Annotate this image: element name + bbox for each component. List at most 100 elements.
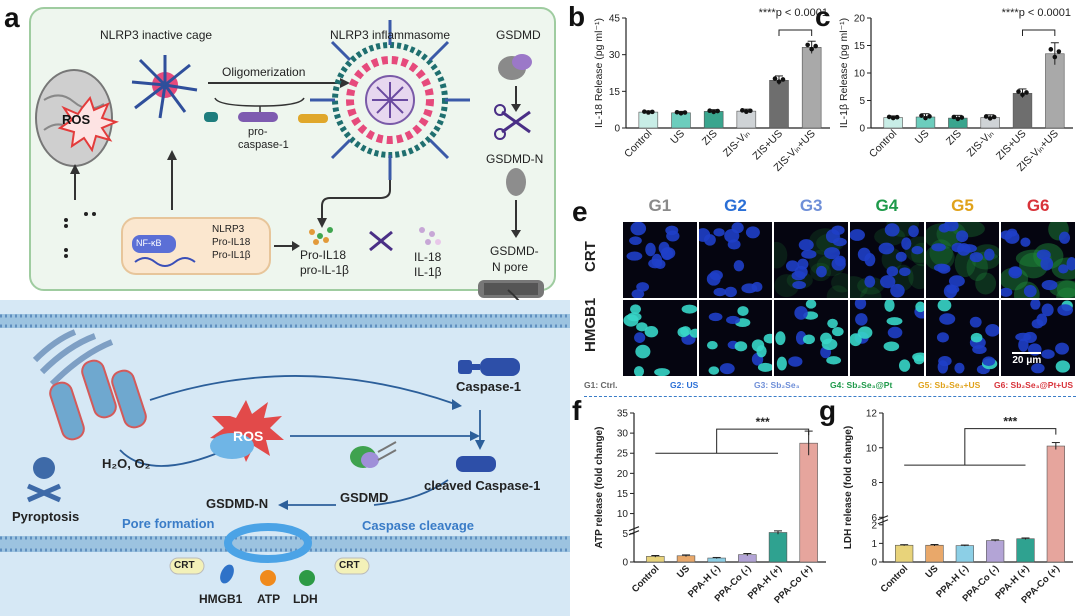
significance-bracket <box>778 29 813 36</box>
micrograph-crt-g3 <box>774 222 848 298</box>
label-il1b: IL-1β <box>414 265 442 279</box>
data-point <box>682 110 688 115</box>
data-point <box>1048 47 1054 52</box>
label-oligomerization: Oligomerization <box>222 65 306 79</box>
crt-signal <box>1056 287 1075 298</box>
nucleus <box>969 316 982 328</box>
nucleus <box>677 327 689 338</box>
nucleus <box>826 356 842 365</box>
nucleus <box>708 312 723 322</box>
nucleus <box>1055 342 1070 355</box>
bar <box>925 544 944 563</box>
label-inactive-cage: NLRP3 inactive cage <box>100 28 213 42</box>
procaspase-shapes-icon <box>204 112 328 123</box>
label-hmgb1-d: HMGB1 <box>199 592 243 606</box>
nucleus <box>775 331 786 346</box>
nucleus <box>911 245 924 255</box>
gsdmd-protein-icon <box>498 54 532 80</box>
label-pro: pro- <box>248 126 268 138</box>
micrograph-crt-g2 <box>698 222 773 298</box>
nanorods-icon <box>49 359 147 441</box>
crt-signal <box>827 285 848 298</box>
data-point <box>642 109 647 114</box>
y-axis-label: IL-1β Release (pg ml⁻¹) <box>838 18 850 128</box>
nucleus <box>745 226 760 239</box>
nucleus <box>890 283 905 298</box>
water-oxygen-icon <box>64 212 96 258</box>
nucleus <box>698 228 710 242</box>
label-gsdmd-n-pore-2: N pore <box>492 260 529 274</box>
significance-label: ****p < 0.0001 <box>759 7 828 19</box>
y-tick-label: 10 <box>617 509 629 520</box>
nucleus <box>681 304 697 314</box>
label-il18: IL-18 <box>414 250 442 264</box>
nucleus <box>895 251 907 262</box>
label-crt-2: CRT <box>339 560 360 571</box>
skull-icon <box>26 457 62 503</box>
label-gene-nlrp3: NLRP3 <box>212 224 245 235</box>
nucleus <box>792 280 807 290</box>
nucleus <box>936 332 949 343</box>
nucleus <box>1008 266 1023 279</box>
bar <box>676 555 696 563</box>
cleaved-caspase1-icon <box>456 456 496 472</box>
nucleus <box>854 300 867 310</box>
nucleus <box>898 359 911 372</box>
nucleus <box>623 314 639 327</box>
nucleus <box>970 332 983 343</box>
category-label: ZIS <box>700 128 720 148</box>
nucleus <box>709 270 723 281</box>
bar <box>986 540 1005 563</box>
nucleus <box>880 275 896 289</box>
crt-signal <box>774 274 800 298</box>
nucleus <box>654 368 670 376</box>
nucleus <box>763 333 773 344</box>
row-label-hmgb1: HMGB1 <box>582 297 599 352</box>
data-point <box>674 109 680 115</box>
nucleus <box>943 284 957 298</box>
nucleus <box>630 222 647 236</box>
crt-signal <box>1057 280 1075 298</box>
data-point <box>1056 49 1062 54</box>
scissors-icon-2 <box>369 230 393 252</box>
nucleus <box>634 332 646 343</box>
nucleus <box>954 362 965 374</box>
nucleus <box>883 341 900 352</box>
panel-a-schematic <box>29 7 556 300</box>
scale-bar: 20 μm <box>1012 352 1042 366</box>
label-gsdmd-n-d: GSDMD-N <box>206 496 269 511</box>
nucleus <box>719 363 735 375</box>
y-tick-label: 35 <box>617 409 629 420</box>
crt-signal <box>974 272 996 295</box>
group-label-g1: G1 <box>648 196 672 215</box>
data-point <box>955 116 961 122</box>
nucleus <box>1001 230 1013 240</box>
nucleus <box>951 242 965 253</box>
data-point <box>776 79 782 84</box>
scissors-icon <box>494 104 531 140</box>
nucleus <box>1036 313 1048 327</box>
nucleus <box>631 289 645 298</box>
y-tick-label: 15 <box>617 489 629 500</box>
nucleus <box>737 306 749 316</box>
y-tick-label: 0 <box>622 558 628 569</box>
bar <box>768 532 788 563</box>
data-point <box>780 77 786 82</box>
label-gsdmd-a: GSDMD <box>496 28 541 42</box>
nucleus <box>799 239 815 251</box>
nucleus <box>724 286 737 298</box>
nucleus <box>635 344 651 359</box>
nucleus <box>886 317 903 326</box>
y-tick-label: 5 <box>859 96 865 107</box>
nucleus <box>1059 231 1071 244</box>
group-label-g5: G5 <box>951 196 974 215</box>
caspase1-icon <box>458 358 520 376</box>
y-tick-label: 20 <box>854 14 866 25</box>
nucleus <box>1041 349 1056 359</box>
pro-il-dots-icon <box>309 227 333 245</box>
micrograph-hmgb1-g5 <box>925 300 1000 376</box>
nucleus <box>948 275 965 287</box>
atp-icon <box>260 570 276 586</box>
